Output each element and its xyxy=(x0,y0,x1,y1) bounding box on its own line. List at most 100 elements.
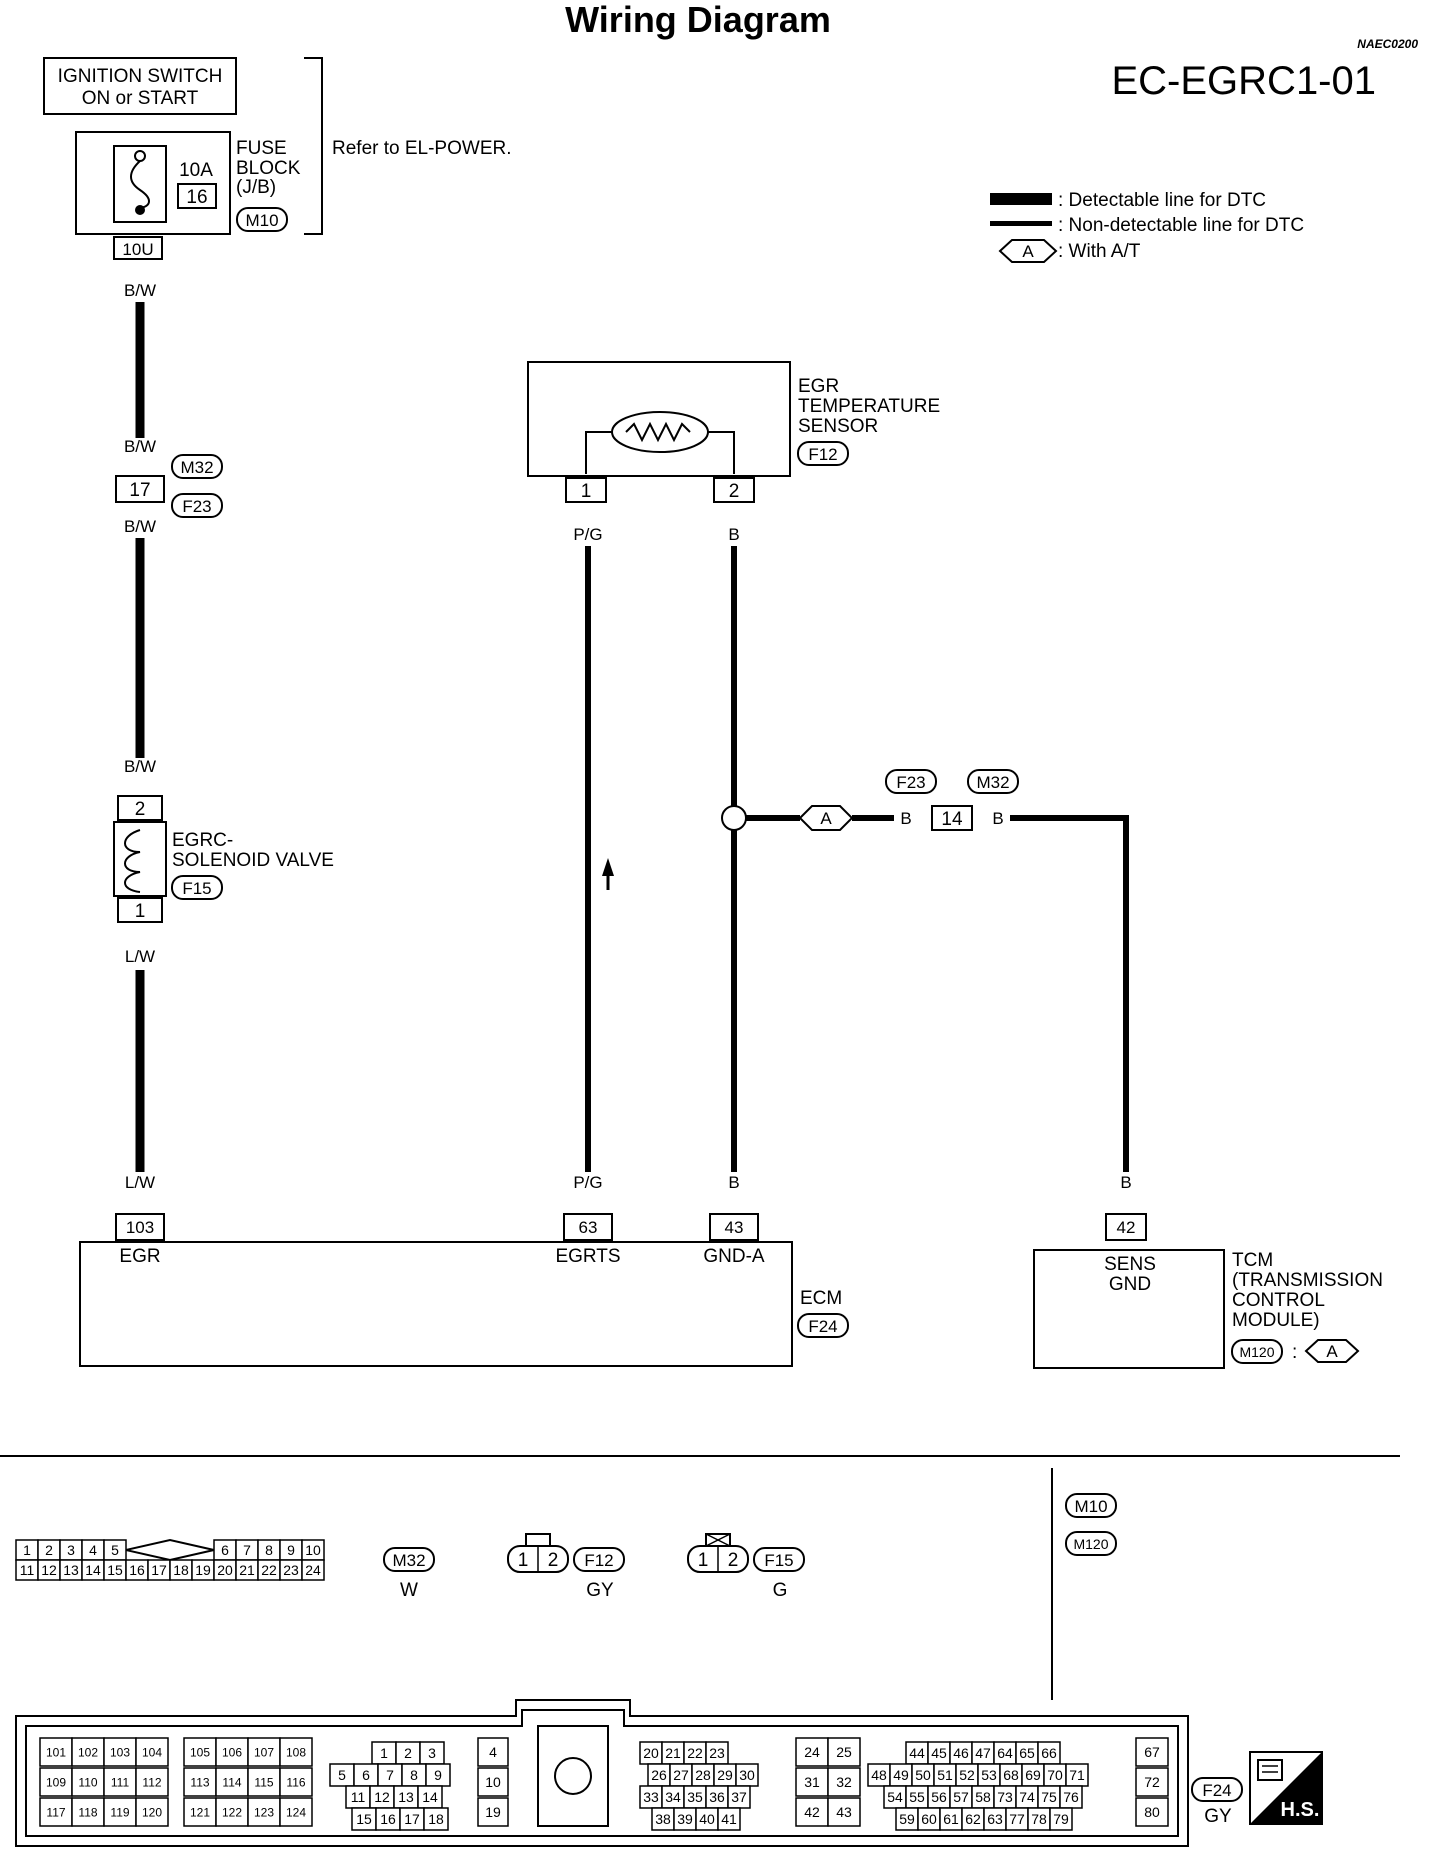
wire-label-bw-top: B/W xyxy=(124,281,156,300)
pin-number: 5 xyxy=(338,1767,346,1783)
solenoid-coil-icon xyxy=(124,829,141,893)
harness-connector-icon xyxy=(1257,1759,1283,1781)
pin-number: 52 xyxy=(959,1767,975,1783)
pin-number: 48 xyxy=(871,1767,887,1783)
pin-number: 15 xyxy=(107,1562,123,1578)
m10-view-id: M10 xyxy=(1074,1497,1107,1516)
pin-cell xyxy=(135,1797,169,1827)
pin-number: 72 xyxy=(1144,1774,1160,1790)
wire-label-b-top: B xyxy=(728,525,739,544)
legend: : Detectable line for DTC : Non-detectab… xyxy=(990,190,1304,263)
ignition-label-line2: ON or START xyxy=(82,88,199,109)
ecm-pin-egrts: 63 xyxy=(579,1218,598,1237)
splice-point xyxy=(721,805,747,831)
pin-number: 7 xyxy=(243,1542,251,1558)
pin-number: 38 xyxy=(655,1811,671,1827)
pin-number: 32 xyxy=(836,1774,852,1790)
pin-number: 29 xyxy=(717,1767,733,1783)
fuse-top-terminal-icon xyxy=(134,150,146,162)
tcm-sens-line2: GND xyxy=(1109,1274,1151,1295)
pin-number: 10 xyxy=(305,1542,321,1558)
refer-el-power: Refer to EL-POWER. xyxy=(332,138,512,159)
thermistor-icon xyxy=(611,411,709,453)
f12-view-id: F12 xyxy=(584,1551,613,1570)
egr-temperature-sensor: EGR TEMPERATURE SENSOR F12 1 2 xyxy=(527,361,940,503)
pin-number: 19 xyxy=(485,1804,501,1820)
pin-cell xyxy=(1135,1737,1169,1767)
pin-number: 116 xyxy=(286,1775,305,1789)
pin-number: 21 xyxy=(665,1745,681,1761)
pin-cell xyxy=(717,1807,741,1831)
tcm-name-line3: CONTROL xyxy=(1232,1290,1325,1311)
pin-number: 12 xyxy=(374,1789,390,1805)
pin-number: 56 xyxy=(931,1789,947,1805)
fuse-terminal: 10U xyxy=(122,240,153,259)
f12-view-color: GY xyxy=(586,1580,614,1601)
pin-number: 34 xyxy=(665,1789,681,1805)
pin-number: 55 xyxy=(909,1789,925,1805)
ecm-label-gnda: GND-A xyxy=(703,1246,765,1267)
pin-cell xyxy=(247,1737,281,1767)
pin-cell xyxy=(279,1797,313,1827)
pin-cell xyxy=(827,1737,861,1767)
pin-cell xyxy=(827,1767,861,1797)
pin-cell xyxy=(135,1737,169,1767)
at-hexagon-icon xyxy=(998,239,1058,263)
pin-number: 24 xyxy=(305,1562,321,1578)
pin-number: 9 xyxy=(287,1542,295,1558)
pin-number: 33 xyxy=(643,1789,659,1805)
harness-side-badge: H.S. xyxy=(1249,1751,1323,1825)
pin-cell xyxy=(71,1797,105,1827)
tcm-module: 42 SENS GND TCM (TRANSMISSION CONTROL MO… xyxy=(1033,1213,1383,1369)
pin-number: 8 xyxy=(410,1767,418,1783)
sensor-connector: F12 xyxy=(808,445,837,464)
tcm-pin: 42 xyxy=(1117,1218,1136,1237)
pin-number: 44 xyxy=(909,1745,925,1761)
pin-number: 3 xyxy=(67,1542,75,1558)
fuse-block: 10A 16 FUSE BLOCK (J/B) M10 10U xyxy=(75,131,301,260)
pin-number: 112 xyxy=(142,1775,161,1789)
pin-number: 18 xyxy=(173,1562,189,1578)
wire-label-b-right14: B xyxy=(992,809,1003,828)
branch-conn-a: F23 xyxy=(896,773,925,792)
pin-cell xyxy=(215,1797,249,1827)
pin-number: 103 xyxy=(110,1745,130,1759)
pin-number: 106 xyxy=(222,1745,242,1759)
tcm-name-line1: TCM xyxy=(1232,1250,1273,1271)
wire-label-bw-mid: B/W xyxy=(124,437,156,456)
joint-connector-pin: 17 xyxy=(129,480,150,501)
pin-number: 8 xyxy=(265,1542,273,1558)
connector-view-f15: 1 2 F15 G xyxy=(687,1533,805,1601)
pin-cell xyxy=(477,1797,509,1827)
pin-number: 5 xyxy=(111,1542,119,1558)
pin-number: 73 xyxy=(997,1789,1013,1805)
pin-number: 61 xyxy=(943,1811,959,1827)
pin-number: 42 xyxy=(804,1804,820,1820)
ecm-module: 103 63 43 EGR EGRTS GND-A ECM F24 xyxy=(79,1213,849,1367)
f15-view-color: G xyxy=(773,1580,788,1601)
f15-view-id: F15 xyxy=(764,1551,793,1570)
pin-number: 6 xyxy=(362,1767,370,1783)
pin-number: 57 xyxy=(953,1789,969,1805)
solenoid-connector: F15 xyxy=(182,879,211,898)
sensor-pin2: 2 xyxy=(729,481,740,502)
pin-number: 36 xyxy=(709,1789,725,1805)
pin-number: 76 xyxy=(1063,1789,1079,1805)
ecm-connector-lock-icon xyxy=(554,1757,592,1795)
pin-number: 62 xyxy=(965,1811,981,1827)
wire-label-b-left14: B xyxy=(900,809,911,828)
sensor-pin1: 1 xyxy=(581,481,592,502)
pin-cell xyxy=(279,1737,313,1767)
pin-number: 54 xyxy=(887,1789,903,1805)
pin-number: 71 xyxy=(1069,1767,1085,1783)
pin-number: 13 xyxy=(398,1789,414,1805)
wire-label-pg-bottom: P/G xyxy=(573,1173,602,1192)
ecm-connector-lock xyxy=(537,1725,609,1827)
sensor-label2: TEMPERATURE xyxy=(798,396,940,417)
m32-key-icon xyxy=(125,1538,215,1562)
ecm-connector: F24 xyxy=(808,1317,837,1336)
pin-number: 53 xyxy=(981,1767,997,1783)
pin-number: 101 xyxy=(46,1745,66,1759)
pin-cell xyxy=(135,1767,169,1797)
